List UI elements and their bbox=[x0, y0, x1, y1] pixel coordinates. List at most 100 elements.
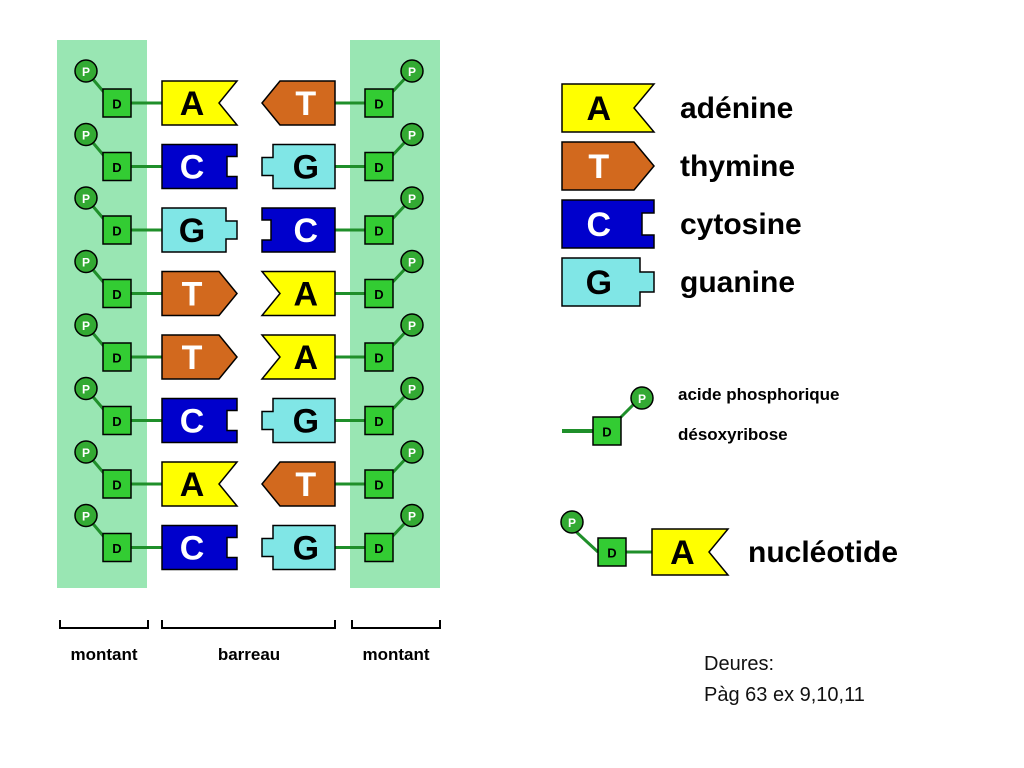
sugar-box bbox=[102, 278, 132, 309]
left-base-adenine: A bbox=[161, 80, 239, 126]
montant-left-bracket: montant bbox=[59, 620, 149, 664]
sugar-letter: D bbox=[112, 414, 121, 429]
sugar-box bbox=[102, 405, 132, 436]
sugar-letter: D bbox=[374, 478, 383, 493]
sugar-box bbox=[102, 469, 132, 499]
phosphate-letter: P bbox=[82, 319, 90, 333]
phosphate-letter: P bbox=[82, 65, 90, 79]
adenine-letter: A bbox=[587, 90, 612, 128]
thymine-shape bbox=[561, 141, 655, 191]
adenine-shape bbox=[161, 80, 239, 126]
phosphate-circle bbox=[560, 510, 584, 534]
legend-label-cytosine: cytosine bbox=[680, 208, 802, 241]
sugar-letter: D bbox=[374, 287, 383, 302]
sugar-letter: D bbox=[112, 287, 121, 302]
sugar-box bbox=[364, 532, 394, 563]
left-base-thymine: T bbox=[161, 270, 238, 317]
phosphate-circle bbox=[74, 376, 98, 401]
right-base-guanine: G bbox=[261, 143, 336, 190]
nucleotide-icon: P D A bbox=[560, 510, 730, 576]
legend-label-guanine: guanine bbox=[680, 266, 795, 299]
adenine-letter: A bbox=[670, 534, 695, 572]
sugar-letter: D bbox=[374, 541, 383, 556]
cytosine-shape bbox=[161, 143, 238, 190]
cytosine-shape bbox=[261, 207, 336, 253]
left-phosphate: P bbox=[74, 376, 98, 401]
sugar-box bbox=[102, 151, 132, 182]
right-sugar: D bbox=[364, 215, 394, 245]
adenine-letter: A bbox=[294, 276, 319, 314]
left-base-adenine: A bbox=[161, 461, 239, 507]
right-base-cytosine: C bbox=[261, 207, 336, 253]
phosphate-letter: P bbox=[408, 446, 416, 460]
guanine-shape bbox=[161, 207, 238, 253]
right-strand-background bbox=[350, 40, 440, 588]
adenine-letter: A bbox=[180, 85, 205, 123]
adenine-shape bbox=[651, 528, 730, 576]
sugar-box bbox=[102, 342, 132, 372]
thymine-letter: T bbox=[295, 85, 316, 123]
left-phosphate: P bbox=[74, 249, 98, 274]
right-base-guanine: G bbox=[261, 524, 336, 571]
phosphate-circle bbox=[74, 503, 98, 528]
right-sugar: D bbox=[364, 405, 394, 436]
nucleotide-label: nucléotide bbox=[748, 536, 898, 569]
montant-left-label: montant bbox=[70, 645, 137, 664]
legend-label-adenine: adénine bbox=[680, 92, 793, 125]
right-sugar: D bbox=[364, 342, 394, 372]
sugar-box bbox=[102, 532, 132, 563]
adenine-shape bbox=[260, 334, 336, 380]
nucleotide-legend: nucléotide P D A bbox=[560, 510, 898, 576]
right-sugar: D bbox=[364, 469, 394, 499]
right-phosphate: P bbox=[400, 376, 424, 401]
guanine-letter: G bbox=[293, 403, 319, 441]
cytosine-shape bbox=[161, 397, 238, 444]
phosphate-circle bbox=[74, 440, 98, 464]
adenine-shape bbox=[161, 461, 239, 507]
legend-base-adenine: A bbox=[561, 83, 656, 133]
right-sugar: D bbox=[364, 151, 394, 182]
base-pair-row: P P D D C G bbox=[74, 376, 424, 444]
phosphate-letter: P bbox=[82, 129, 90, 143]
cytosine-letter: C bbox=[180, 149, 205, 187]
sugar-box bbox=[592, 416, 622, 446]
right-sugar: D bbox=[364, 278, 394, 309]
left-base-cytosine: C bbox=[161, 397, 238, 444]
deoxyribose-label: désoxyribose bbox=[678, 425, 788, 444]
thymine-letter: T bbox=[182, 339, 203, 377]
legend-label-thymine: thymine bbox=[680, 150, 795, 183]
phosphate-letter: P bbox=[408, 192, 416, 206]
left-base-cytosine: C bbox=[161, 524, 238, 571]
adenine-shape bbox=[260, 270, 336, 317]
phosphate-letter: P bbox=[82, 383, 90, 397]
thymine-letter: T bbox=[588, 148, 609, 186]
guanine-letter: G bbox=[586, 264, 612, 302]
nucleotide-phosphate: P bbox=[560, 510, 584, 534]
sugar-letter: D bbox=[374, 414, 383, 429]
sugar-letter: D bbox=[112, 160, 121, 175]
adenine-letter: A bbox=[180, 466, 205, 504]
sugar-letter: D bbox=[607, 546, 616, 561]
right-phosphate: P bbox=[400, 122, 424, 147]
right-base-adenine: A bbox=[260, 334, 336, 380]
phosphate-circle bbox=[400, 59, 424, 83]
legend-base-cytosine: C bbox=[561, 199, 655, 249]
guanine-shape bbox=[561, 257, 655, 307]
legend-base-guanine: G bbox=[561, 257, 655, 307]
thymine-shape bbox=[161, 334, 238, 380]
sugar-box bbox=[597, 537, 627, 567]
left-sugar: D bbox=[102, 532, 132, 563]
left-phosphate: P bbox=[74, 313, 98, 337]
barreau-label: barreau bbox=[218, 645, 280, 664]
homework-title: Deures: bbox=[704, 653, 775, 675]
guanine-shape bbox=[261, 397, 336, 444]
sugar-box bbox=[364, 469, 394, 499]
